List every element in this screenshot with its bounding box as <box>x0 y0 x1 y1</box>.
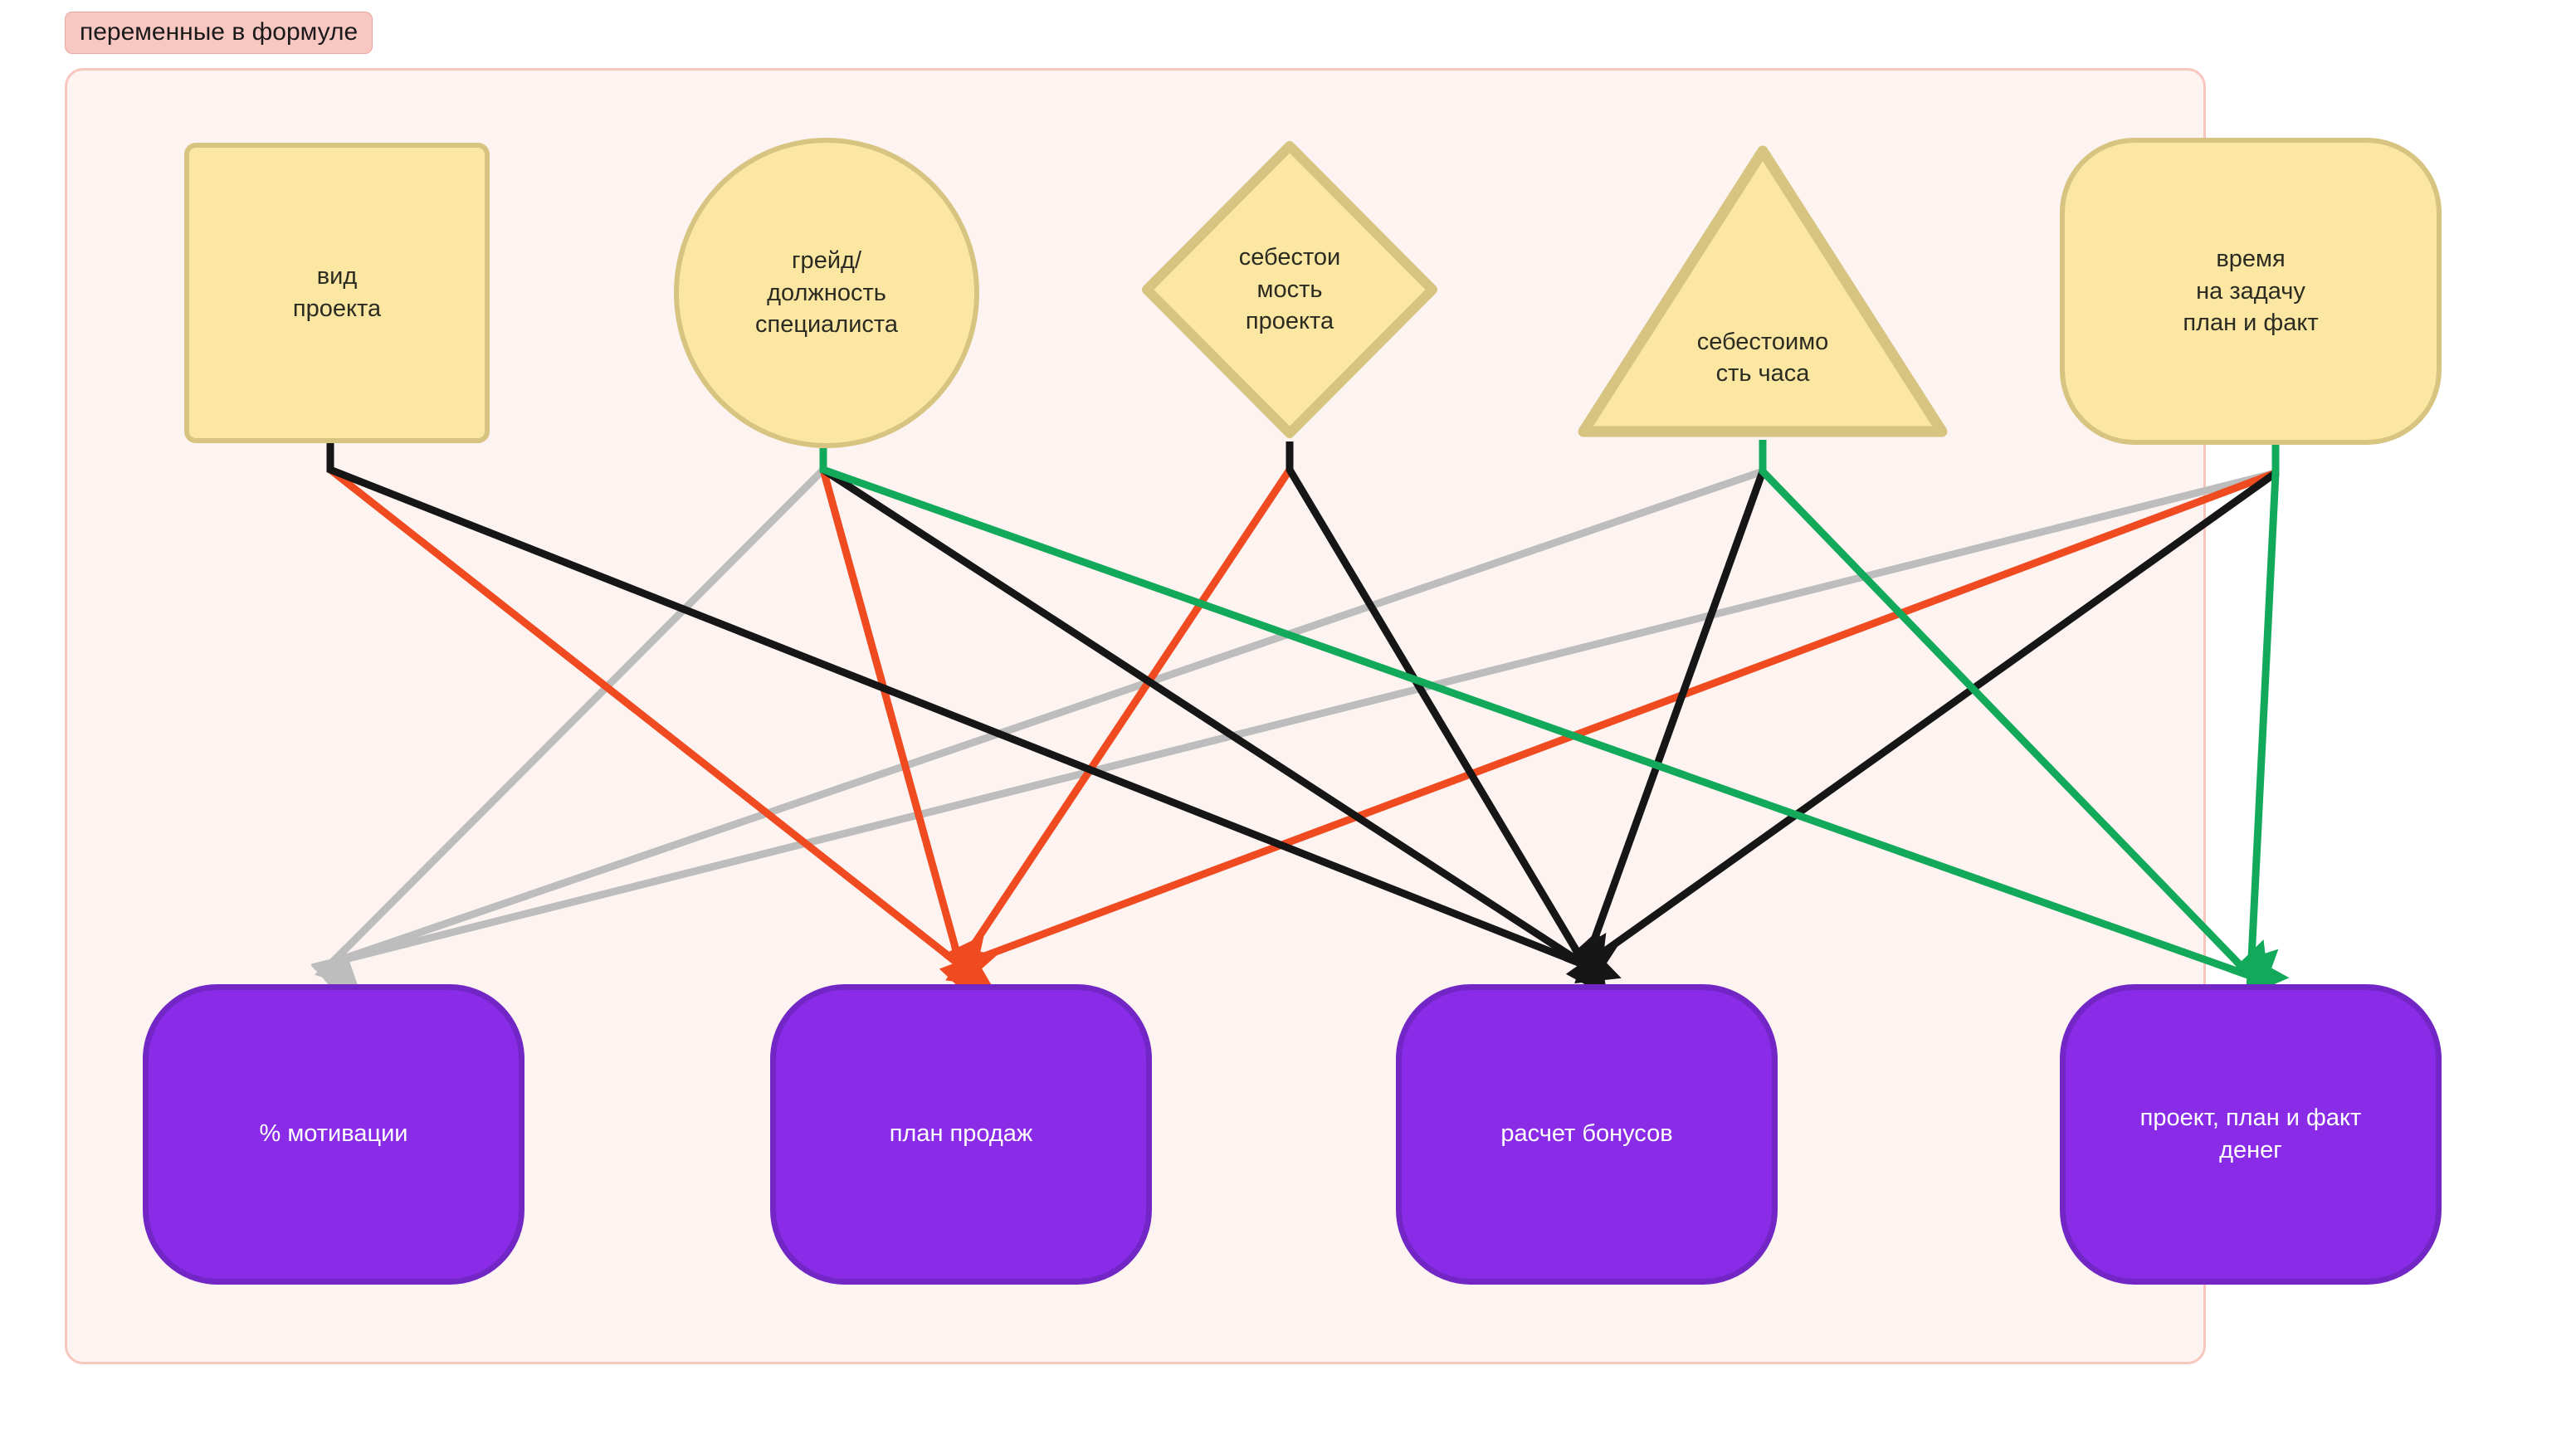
node-vid-proekta[interactable]: вид проекта <box>184 143 490 443</box>
node-plan-prodazh[interactable]: план продаж <box>770 984 1152 1285</box>
node-proekt-plan-fakt-label: проект, план и факт денег <box>2139 1104 2362 1163</box>
node-procent-motivacii-label: % мотивации <box>259 1120 408 1148</box>
node-raschet-bonusov[interactable]: расчет бонусов <box>1396 984 1778 1285</box>
node-greyd-dolzhnost[interactable]: грейд/ должность специалиста <box>674 138 979 448</box>
node-greyd-dolzhnost-label: грейд/ должность специалиста <box>755 247 898 339</box>
node-raschet-bonusov-label: расчет бонусов <box>1500 1120 1673 1148</box>
diagram-title-badge: переменные в формуле <box>65 12 373 54</box>
diamond-shape <box>1142 141 1437 438</box>
node-vremya-na-zadachu[interactable]: время на задачу план и факт <box>2060 138 2442 445</box>
node-plan-prodazh-label: план продаж <box>889 1120 1033 1148</box>
node-vid-proekta-label: вид проекта <box>292 263 382 322</box>
node-vremya-na-zadachu-label: время на задачу план и факт <box>2183 246 2319 337</box>
node-proekt-plan-fakt[interactable]: проект, план и факт денег <box>2060 984 2442 1285</box>
node-procent-motivacii[interactable]: % мотивации <box>143 984 524 1285</box>
node-sebestoimost-chasa-label: себестоимо сть часа <box>1696 328 1829 388</box>
triangle-shape <box>1578 145 1948 437</box>
diagram-title-label: переменные в формуле <box>80 18 359 46</box>
node-sebestoimost-proekta-label: себестои мость проекта <box>1238 244 1341 335</box>
edge-vremya-to-proekt-plan-fakt <box>2246 443 2290 997</box>
node-sebestoimost-chasa[interactable]: себестоимо сть часа <box>1575 141 1950 441</box>
node-sebestoimost-proekta[interactable]: себестои мость проекта <box>1139 138 1441 441</box>
